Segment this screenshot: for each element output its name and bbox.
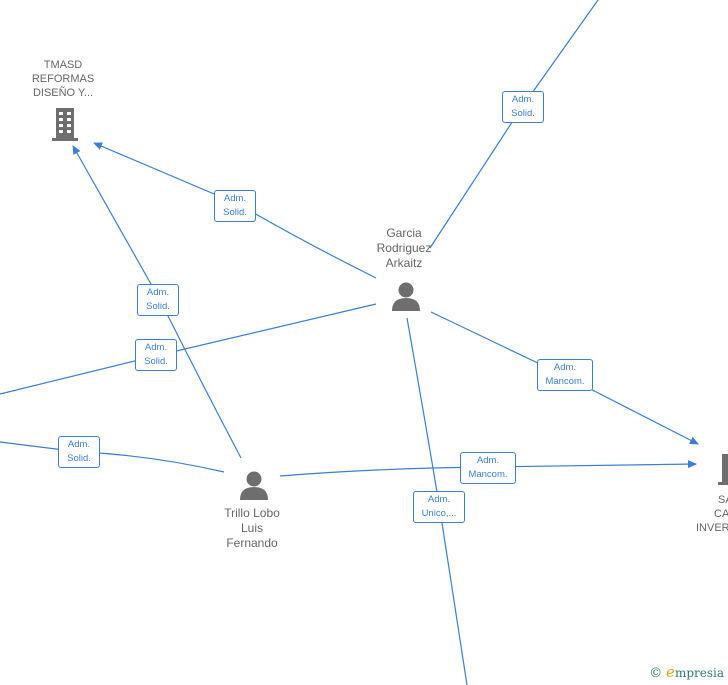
edge-label-adm-solid: Adm. Solid.	[58, 436, 100, 468]
edge-label-role: Adm.	[427, 494, 451, 505]
edge-label-adm-solid: Adm. Solid.	[214, 190, 256, 222]
edge-garcia-left	[0, 303, 377, 395]
empresia-watermark: © empresia	[649, 663, 724, 681]
node-label-line: INVER	[696, 522, 728, 534]
node-label-line: Trillo Lobo	[224, 506, 280, 520]
copyright-symbol: ©	[649, 666, 663, 681]
edge-label-role: Adm.	[67, 439, 91, 450]
person-icon[interactable]	[390, 281, 422, 311]
edge-label-type: Mancom.	[468, 469, 508, 480]
edge-label-adm-mancom: Adm. Mancom.	[460, 452, 516, 484]
edge-label-adm-solid: Adm. Solid.	[502, 91, 544, 123]
edge-label-type: Solid.	[223, 207, 247, 218]
building-icon[interactable]	[718, 452, 728, 486]
node-label-line: CA	[714, 508, 728, 520]
node-label-line: DISEÑO Y...	[32, 87, 94, 99]
edge-label-type: Solid.	[146, 301, 170, 312]
node-label-line: Rodriguez	[376, 241, 432, 255]
edge-label-type: Solid.	[511, 108, 535, 119]
node-label-line: Arkaitz	[385, 256, 423, 270]
edge-label-role: Adm.	[476, 455, 500, 466]
edge-label-type: Solid.	[144, 356, 168, 367]
edge-label-adm-solid: Adm. Solid.	[137, 284, 179, 316]
node-label-right-company[interactable]: SA CA INVER	[694, 493, 728, 535]
edge-label-role: Adm.	[223, 193, 247, 204]
edge-label-type: Unico,...	[421, 508, 457, 519]
edge-label-adm-solid: Adm. Solid.	[135, 339, 177, 371]
person-icon[interactable]	[238, 470, 270, 500]
node-label-line: SA	[718, 494, 728, 506]
node-label-line: Garcia	[386, 226, 422, 240]
node-label-garcia[interactable]: Garcia Rodriguez Arkaitz	[358, 226, 450, 271]
edge-trillo-left	[0, 441, 225, 473]
edge-garcia-top	[429, 0, 599, 249]
node-label-line: TMASD	[43, 59, 83, 71]
edge-label-adm-mancom: Adm. Mancom.	[537, 359, 593, 391]
edge-label-role: Adm.	[553, 362, 577, 373]
edge-label-role: Adm.	[144, 342, 168, 353]
edge-label-role: Adm.	[146, 287, 170, 298]
node-label-trillo[interactable]: Trillo Lobo Luis Fernando	[206, 506, 298, 551]
edge-label-role: Adm.	[511, 94, 535, 105]
empresia-logo-text: mpresia	[674, 666, 724, 680]
node-label-tmasd[interactable]: TMASD REFORMAS DISEÑO Y...	[18, 58, 108, 100]
node-label-line: REFORMAS	[31, 73, 95, 85]
building-icon[interactable]	[50, 106, 80, 142]
node-label-line: Fernando	[226, 536, 278, 550]
edge-label-type: Solid.	[67, 453, 91, 464]
empresia-logo-initial: e	[666, 663, 675, 681]
node-label-line: Luis	[240, 521, 263, 535]
edge-label-adm-unico: Adm. Unico,...	[413, 491, 465, 523]
edge-label-type: Mancom.	[545, 376, 585, 387]
